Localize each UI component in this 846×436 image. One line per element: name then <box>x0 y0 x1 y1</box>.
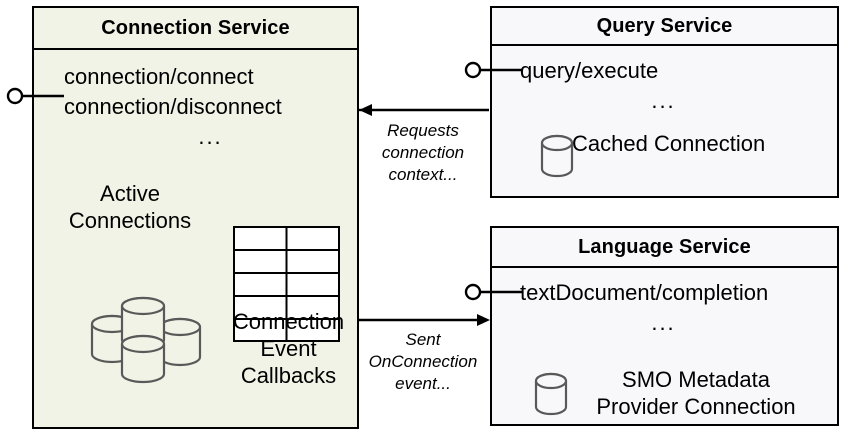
requests-label-line1: Requests <box>387 121 459 140</box>
connection-event-callbacks-label: Connection Event Callbacks <box>216 308 357 389</box>
query-service-operations: query/execute ... <box>492 56 837 116</box>
edge-connection-to-language <box>358 314 490 326</box>
database-icon <box>540 134 574 178</box>
query-service-operations-ellipsis: ... <box>651 88 676 113</box>
edge-label-sent-onconnection-event: Sent OnConnection event... <box>362 329 484 395</box>
smo-label-line1: SMO Metadata <box>622 367 770 392</box>
edge-label-requests-connection-context: Requests connection context... <box>362 120 484 186</box>
requests-label-line3: context... <box>388 165 458 184</box>
callbacks-label-line3: Callbacks <box>240 363 337 388</box>
connection-service-operations: connection/connect connection/disconnect… <box>34 62 357 152</box>
cached-connection-label: Cached Connection <box>572 131 766 156</box>
callbacks-label-line2: Event <box>260 336 317 361</box>
callbacks-label-line1: Connection <box>232 309 345 334</box>
language-service-operations: textDocument/completion ... <box>492 278 837 338</box>
smo-metadata-provider-connection-label: SMO Metadata Provider Connection <box>578 366 814 420</box>
component-connection-service[interactable]: Connection Service connection/connect co… <box>32 6 359 429</box>
active-connections-label: Active Connections <box>46 180 214 234</box>
operation-connection-disconnect: connection/disconnect <box>64 94 282 119</box>
connection-service-title: Connection Service <box>34 8 357 50</box>
requests-label-line2: connection <box>381 143 465 162</box>
table-grid-icon <box>233 226 340 342</box>
language-service-operations-ellipsis: ... <box>651 310 676 335</box>
component-query-service[interactable]: Query Service query/execute ... Cached C… <box>490 6 839 198</box>
operation-query-execute: query/execute <box>520 58 659 83</box>
operation-textdocument-completion: textDocument/completion <box>520 280 769 305</box>
sent-label-line2: OnConnection <box>368 352 478 371</box>
smo-label-line2: Provider Connection <box>596 394 796 419</box>
connection-service-operations-ellipsis: ... <box>198 124 223 149</box>
operation-connection-connect: connection/connect <box>64 64 254 89</box>
language-service-body: textDocument/completion ... SMO Metadata… <box>492 268 837 424</box>
query-service-body: query/execute ... Cached Connection <box>492 46 837 196</box>
sent-label-line1: Sent <box>405 330 441 349</box>
sent-label-line3: event... <box>395 374 451 393</box>
edge-query-to-connection <box>359 104 489 116</box>
active-connections-label-line1: Active <box>100 181 160 206</box>
active-connections-label-line2: Connections <box>68 208 192 233</box>
database-icon <box>534 372 568 416</box>
database-cluster-icon <box>90 296 202 384</box>
component-language-service[interactable]: Language Service textDocument/completion… <box>490 226 839 426</box>
connection-service-body: connection/connect connection/disconnect… <box>34 50 357 427</box>
language-service-title: Language Service <box>492 228 837 268</box>
query-service-title: Query Service <box>492 8 837 46</box>
